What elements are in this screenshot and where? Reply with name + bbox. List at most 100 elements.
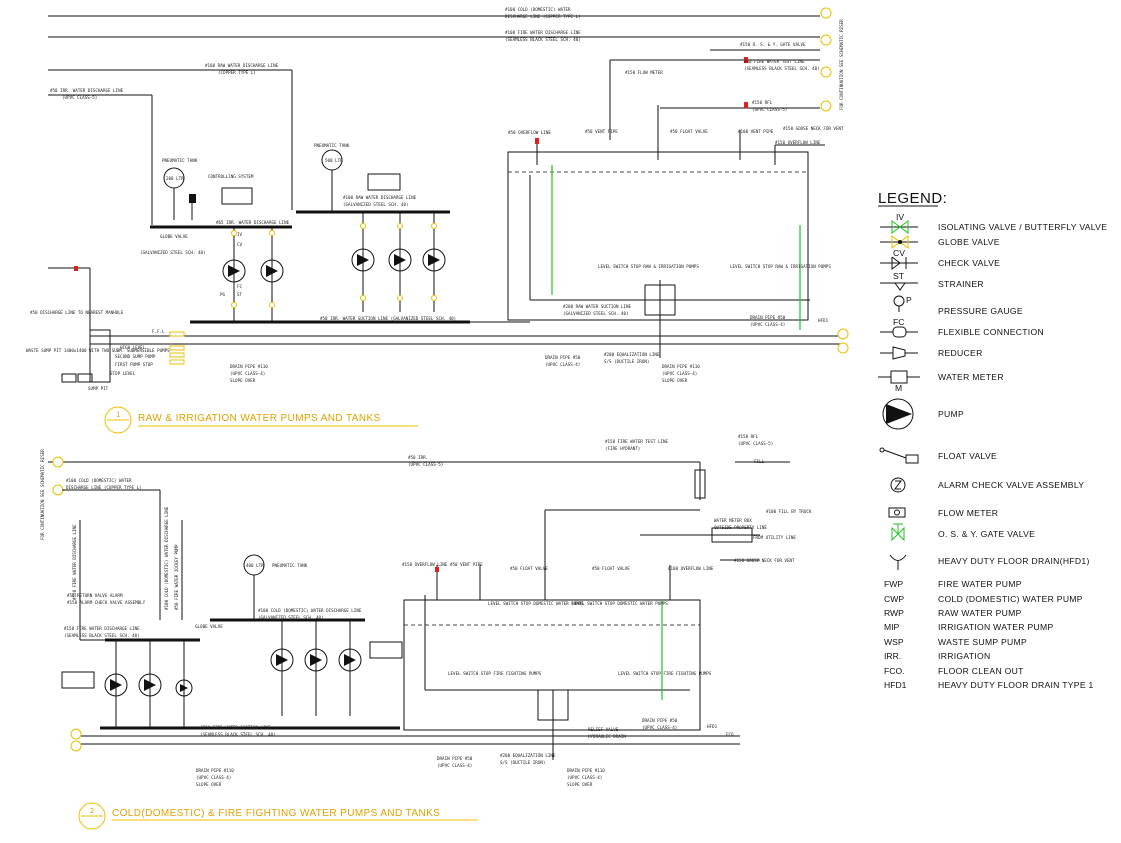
s2-vertical1: FOR CONTINUATION SEE SCHEMATIC RISER xyxy=(40,449,45,540)
s1-ffl: F.F.L xyxy=(152,329,165,334)
s1-hydro-tank: PNEUMATIC TANK xyxy=(162,158,198,163)
legend-tag-st: ST xyxy=(893,271,905,281)
s2-hfd: HFD1 xyxy=(707,724,718,729)
legend-label-drain: HEAVY DUTY FLOOR DRAIN(HFD1) xyxy=(938,556,1090,566)
legend-abbr-hfd1-meaning: HEAVY DUTY FLOOR DRAIN TYPE 1 xyxy=(938,680,1094,690)
s1-drain-pipe2-sub: (UPVC CLASS-4) xyxy=(545,362,580,367)
legend-abbr-mip: MIP xyxy=(884,622,900,632)
s1-fire-discharge: #100 FIRE WATER DISCHARGE LINE xyxy=(505,30,581,35)
s2-fire-header: #150 FIRE WATER DISCHARGE LINE xyxy=(64,626,140,631)
s2-irr-line: #50 IRR. xyxy=(408,455,428,460)
s2-relief: RELIEF VALVE xyxy=(588,727,619,732)
legend-label-strainer: STRAINER xyxy=(938,279,984,289)
s1-first-pump: FIRST PUMP STOP xyxy=(115,362,153,367)
s2-water-meter-sub: OUTSIDE PROPERTY LINE xyxy=(714,525,767,530)
s2-float1: #50 FLOAT VALVE xyxy=(510,566,548,571)
s1-float-valve: #50 FLOAT VALVE xyxy=(670,129,708,134)
s1-overflow: #50 OVERFLOW LINE xyxy=(508,130,551,135)
s1-second-pump: SECOND SUMP PUMP xyxy=(115,354,156,359)
s1-vent3: #150 GOOSE NECK FOR VENT xyxy=(783,126,844,131)
s2-level3: LEVEL SWITCH STOP FIRE FIGHTING PUMPS xyxy=(448,671,542,676)
strainer-icon xyxy=(880,282,918,291)
s2-domestic-header: #100 COLD (DOMESTIC) WATER DISCHARGE LIN… xyxy=(258,608,362,613)
s2-fco: FCO xyxy=(726,732,734,737)
s1-raw-discharge: #100 RAW WATER DISCHARGE LINE xyxy=(205,63,279,68)
s2-drain-50-sub: (UPVC CLASS-4) xyxy=(437,763,472,768)
s1-sump-pit: WASTE SUMP PIT 1400x1400 WITH TWO SUBM. … xyxy=(26,348,170,353)
globe-valve-icon xyxy=(880,235,918,249)
legend-abbr-cwp-meaning: COLD (DOMESTIC) WATER PUMP xyxy=(938,594,1083,604)
s2-vertical4: #50 FIRE WATER JOCKEY PUMP xyxy=(174,544,179,610)
s2-level1: LEVEL SWITCH STOP DOMESTIC WATER PUMPS xyxy=(488,601,584,606)
s1-irr-discharge: #50 IRR. WATER DISCHARGE LINE xyxy=(50,88,124,93)
legend-abbr-rwp-meaning: RAW WATER PUMP xyxy=(938,608,1022,618)
check-valve-icon xyxy=(880,256,918,270)
legend-tag-iv: IV xyxy=(896,212,904,222)
legend-label-flexible: FLEXIBLE CONNECTION xyxy=(938,327,1044,337)
legend-abbr-fco: FCO. xyxy=(884,666,905,676)
legend-label-pump: PUMP xyxy=(938,409,964,419)
pump-icon xyxy=(882,398,914,430)
s2-drain-50: DRAIN PIPE #50 xyxy=(437,756,473,761)
s2-fire-suction: #200 FIRE WATER SUCTION LINE xyxy=(200,725,271,730)
s2-drain-fire: DRAIN PIPE #50 xyxy=(642,718,678,723)
legend-abbr-fwp: FWP xyxy=(884,579,903,589)
s1-raw-discharge-sub: (COPPER TYPE L) xyxy=(218,70,256,75)
s2-drain-110-sub: (UPVC CLASS-4) xyxy=(196,775,231,780)
s2-overflow: #150 OVERFLOW LINE xyxy=(402,562,448,567)
legend-tag-m: M xyxy=(895,383,902,393)
legend-abbr-mip-meaning: IRRIGATION WATER PUMP xyxy=(938,622,1053,632)
s1-raw-suction-sub: (GALVANIZED STEEL SCH. 40) xyxy=(563,311,629,316)
s2-float2: #50 FLOAT VALVE xyxy=(592,566,630,571)
s1-fire-test-sub: (SEAMLESS BLACK STEEL SCH. 40) xyxy=(744,66,820,71)
s1-iv: IV xyxy=(237,232,243,237)
s1-drain-110b: DRAIN PIPE #110 xyxy=(230,364,268,369)
s1-overflow2: #150 OVERFLOW LINE xyxy=(775,140,821,145)
s2-drain-110: DRAIN PIPE #110 xyxy=(196,768,234,773)
s2-fire-test-sub: (FIRE HYDRANT) xyxy=(605,446,640,451)
s1-drain-pipe2: DRAIN PIPE #50 xyxy=(545,355,581,360)
s2-fire-header-sub: (SEAMLESS BLACK STEEL SCH. 40) xyxy=(64,633,140,638)
legend-abbr-fwp-meaning: FIRE WATER PUMP xyxy=(938,579,1022,589)
s2-pneumatic: PNEUMATIC TANK xyxy=(272,563,308,568)
s2-by-truck: #100 FILL BY TRUCK xyxy=(766,509,812,514)
s1-overflow-sump: #50 DISCHARGE LINE TO NEAREST MANHOLE xyxy=(30,310,124,315)
s1-drain-pipe: DRAIN PIPE #50 xyxy=(750,315,786,320)
s2-alarm-check: #150 ALARM CHECK VALVE ASSEMBLY xyxy=(67,600,146,605)
s1-cv: CV xyxy=(237,242,243,247)
s1-raw-header-sub: (GALVANIZED STEEL SCH. 40) xyxy=(343,202,409,207)
s1-level-switch1: LEVEL SWITCH STOP RAW & IRRIGATION PUMPS xyxy=(598,264,699,269)
section1-diagram xyxy=(48,7,849,434)
s2-domestic-header-sub: (GALVANIZED STEEL SCH. 40) xyxy=(258,615,324,620)
s2-slope: SLOPE OVER xyxy=(196,782,222,787)
alarm-check-valve-icon xyxy=(890,477,906,493)
s1-controller: CONTROLLING SYSTEM xyxy=(208,174,254,179)
legend-tag-fc: FC xyxy=(893,317,904,327)
section1-title: RAW & IRRIGATION WATER PUMPS AND TANKS xyxy=(138,413,381,424)
legend-abbr-hfd1: HFD1 xyxy=(884,680,907,690)
s1-stop-level: STOP LEVEL xyxy=(110,371,136,376)
s1-os-y: #150 O. S. & Y. GATE VALVE xyxy=(740,42,806,47)
legend-label-pressure: PRESSURE GAUGE xyxy=(938,306,1023,316)
s2-drain-fire-sub: (UPVC CLASS-4) xyxy=(642,725,677,730)
s1-drain-110: DRAIN PIPE #110 xyxy=(662,364,700,369)
legend-label-isolating: ISOLATING VALVE / BUTTERFLY VALVE xyxy=(938,222,1107,232)
legend: LEGEND: xyxy=(878,190,1107,690)
s1-sump-pit2: SUMP PIT xyxy=(88,386,109,391)
s2-level2: LEVEL SWITCH STOP DOMESTIC WATER PUMPS xyxy=(572,601,668,606)
s1-irr-header: #65 IRR. WATER DISCHARGE LINE xyxy=(216,220,290,225)
s1-fire-test: #40 FIRE WATER TEST LINE xyxy=(744,59,805,64)
s1-drain-110-sub: (UPVC CLASS-4) xyxy=(662,371,697,376)
s2-vertical3: #100 COLD (DOMESTIC) WATER DISCHARGE LIN… xyxy=(164,506,169,610)
legend-tag-cv: CV xyxy=(893,248,905,258)
s2-vent: #50 VENT PIPE xyxy=(450,562,483,567)
s2-drain-pipe-sub: (UPVC CLASS-4) xyxy=(567,775,602,780)
s2-vertical2: #150 FIRE WATER DISCHARGE LINE xyxy=(72,524,77,600)
float-valve-icon xyxy=(879,447,919,464)
legend-abbr-fco-meaning: FLOOR CLEAN OUT xyxy=(938,666,1024,676)
isolating-valve-icon xyxy=(880,220,918,234)
s2-pneumatic-size: 400 LTR xyxy=(246,563,264,568)
s2-goose: #150 GOOSE NECK FOR VENT xyxy=(734,558,795,563)
legend-label-meter: WATER METER xyxy=(938,372,1004,382)
legend-abbr-wsp-meaning: WASTE SUMP PUMP xyxy=(938,637,1027,647)
